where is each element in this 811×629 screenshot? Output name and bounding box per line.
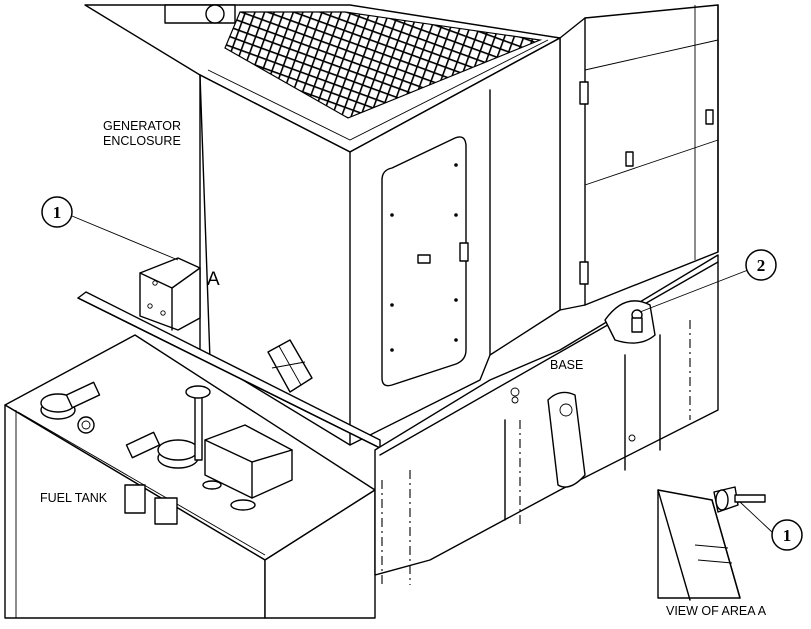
svg-text:1: 1 [783, 526, 792, 545]
rear-hinge [579, 81, 589, 105]
label-generator: GENERATOR [103, 119, 181, 133]
door-latch [459, 242, 469, 262]
fuel-gauge [77, 416, 95, 434]
label-fuel-tank: FUEL TANK [40, 491, 108, 505]
rear-hinge [579, 261, 589, 285]
rear-latch [705, 109, 714, 125]
callout-2: 2 [745, 249, 777, 281]
skid-rail [77, 291, 381, 449]
label-base: BASE [550, 358, 583, 372]
callout-1-detail: 1 [771, 519, 803, 551]
fuel-pump-box [204, 424, 293, 499]
label-area-a: A [207, 269, 220, 290]
enclosure-rear-panels [559, 4, 719, 311]
tank-fitting [154, 497, 178, 525]
rear-latch [625, 151, 634, 167]
svg-text:2: 2 [757, 256, 766, 275]
detail-view-area-a [657, 486, 766, 601]
label-enclosure: ENCLOSURE [103, 134, 181, 148]
roof-vent-mesh [224, 11, 543, 119]
base [374, 254, 719, 585]
label-view-of-area-a: VIEW OF AREA A [666, 604, 767, 618]
vent-pipe [194, 394, 203, 461]
side-panel-plate [267, 339, 313, 393]
svg-text:1: 1 [53, 203, 62, 222]
fuel-tank [4, 334, 376, 619]
electrical-box [139, 257, 201, 331]
tank-fitting [124, 484, 146, 514]
lifting-bracket [547, 391, 586, 488]
detail-bolt-shank [734, 494, 766, 503]
leader-lines [71, 215, 773, 533]
roof-duct-cap [205, 4, 225, 24]
mount-bracket [604, 300, 656, 344]
door-handle [417, 254, 431, 264]
callout-1-top: 1 [41, 196, 73, 228]
